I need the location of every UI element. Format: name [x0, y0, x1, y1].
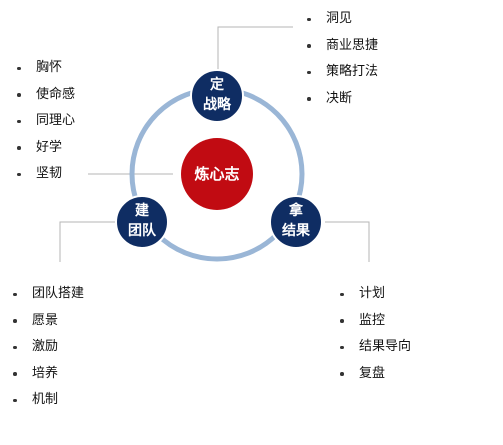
- bullet-dot: [13, 398, 17, 402]
- list-item-label: 计划: [359, 286, 386, 301]
- list-item: 策略打法: [306, 59, 378, 86]
- list-item-label: 使命感: [36, 86, 76, 102]
- list-item: 使命感: [16, 82, 75, 109]
- list-item: 激励: [12, 334, 84, 361]
- list-item: 同理心: [16, 108, 75, 135]
- list-item: 好学: [16, 135, 75, 162]
- list-team-traits: 团队搭建 愿景 激励 培养 机制: [12, 281, 84, 414]
- bullet-dot: [307, 70, 311, 74]
- list-mindset-traits: 胸怀 使命感 同理心 好学 坚韧: [16, 55, 75, 188]
- list-item: 商业思捷: [306, 33, 378, 60]
- list-item: 团队搭建: [12, 281, 84, 308]
- list-item: 机制: [12, 387, 84, 414]
- list-item: 监控: [339, 308, 411, 335]
- node-strategy-line2: 战略: [203, 96, 232, 113]
- list-item-label: 决断: [326, 90, 353, 106]
- bullet-dot: [307, 44, 311, 48]
- list-item-label: 坚韧: [36, 166, 63, 181]
- bullet-dot: [340, 372, 344, 376]
- list-item-label: 策略打法: [326, 64, 379, 79]
- bullet-dot: [340, 345, 344, 349]
- list-item-label: 愿景: [32, 312, 59, 328]
- list-item-label: 商业思捷: [326, 37, 379, 53]
- list-item-label: 结果导向: [359, 339, 412, 354]
- bullet-dot: [13, 292, 17, 296]
- bullet-dot: [307, 97, 311, 101]
- node-team-line2: 团队: [128, 222, 157, 239]
- center-label: 炼心志: [194, 165, 239, 183]
- list-item: 愿景: [12, 308, 84, 335]
- bullet-dot: [17, 119, 21, 123]
- list-item: 坚韧: [16, 161, 75, 188]
- list-item: 洞见: [306, 6, 378, 33]
- list-item-label: 胸怀: [36, 60, 63, 75]
- node-results-line2: 结果: [282, 222, 311, 239]
- connector-bottom-left: [59, 221, 116, 262]
- bullet-dot: [17, 66, 21, 70]
- node-strategy-line1: 定: [210, 76, 224, 93]
- list-item-label: 复盘: [359, 365, 386, 381]
- bullet-dot: [17, 93, 21, 97]
- node-strategy: [190, 69, 244, 123]
- list-item: 胸怀: [16, 55, 75, 82]
- list-item: 决断: [306, 86, 378, 113]
- bullet-dot: [17, 146, 21, 150]
- list-strategy-traits: 洞见 商业思捷 策略打法 决断: [306, 6, 378, 112]
- list-item-label: 团队搭建: [32, 286, 85, 301]
- list-item-label: 激励: [32, 339, 59, 354]
- list-item-label: 培养: [32, 365, 59, 381]
- node-results: [269, 195, 323, 249]
- bullet-dot: [17, 172, 21, 176]
- list-item: 计划: [339, 281, 411, 308]
- connector-top: [217, 26, 293, 77]
- bullet-dot: [340, 292, 344, 296]
- list-item-label: 同理心: [36, 113, 76, 128]
- list-results-traits: 计划 监控 结果导向 复盘: [339, 281, 411, 387]
- node-team: [115, 195, 169, 249]
- list-item-label: 机制: [32, 392, 59, 407]
- list-item-label: 好学: [36, 139, 63, 155]
- bullet-dot: [340, 319, 344, 323]
- list-item: 复盘: [339, 361, 411, 388]
- list-item: 培养: [12, 361, 84, 388]
- center-circle: [181, 138, 253, 210]
- node-team-line1: 建: [135, 202, 149, 219]
- node-results-line1: 拿: [288, 202, 304, 219]
- bullet-dot: [13, 319, 17, 323]
- list-item-label: 洞见: [326, 11, 353, 26]
- bullet-dot: [307, 17, 311, 21]
- list-item-label: 监控: [359, 312, 386, 328]
- list-item: 结果导向: [339, 334, 411, 361]
- connector-bottom-right: [325, 221, 370, 262]
- bullet-dot: [13, 345, 17, 349]
- bullet-dot: [13, 372, 17, 376]
